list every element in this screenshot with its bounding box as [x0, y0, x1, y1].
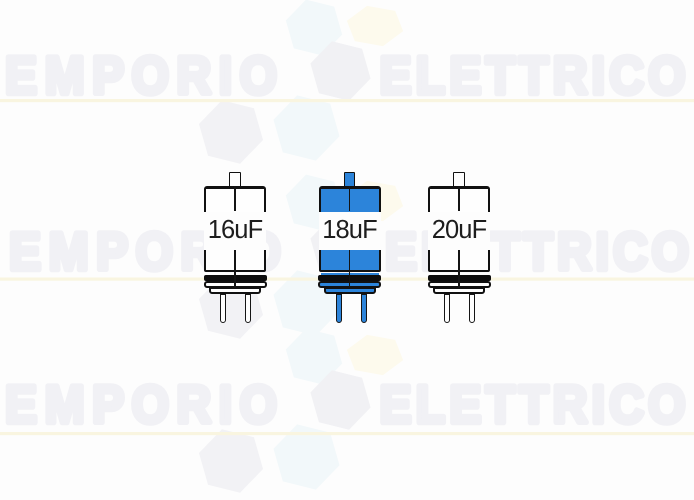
svg-text:ELETTRICO: ELETTRICO	[380, 374, 686, 434]
svg-text:ELETTRICO: ELETTRICO	[380, 45, 686, 105]
svg-text:EMPORIO: EMPORIO	[5, 374, 277, 434]
